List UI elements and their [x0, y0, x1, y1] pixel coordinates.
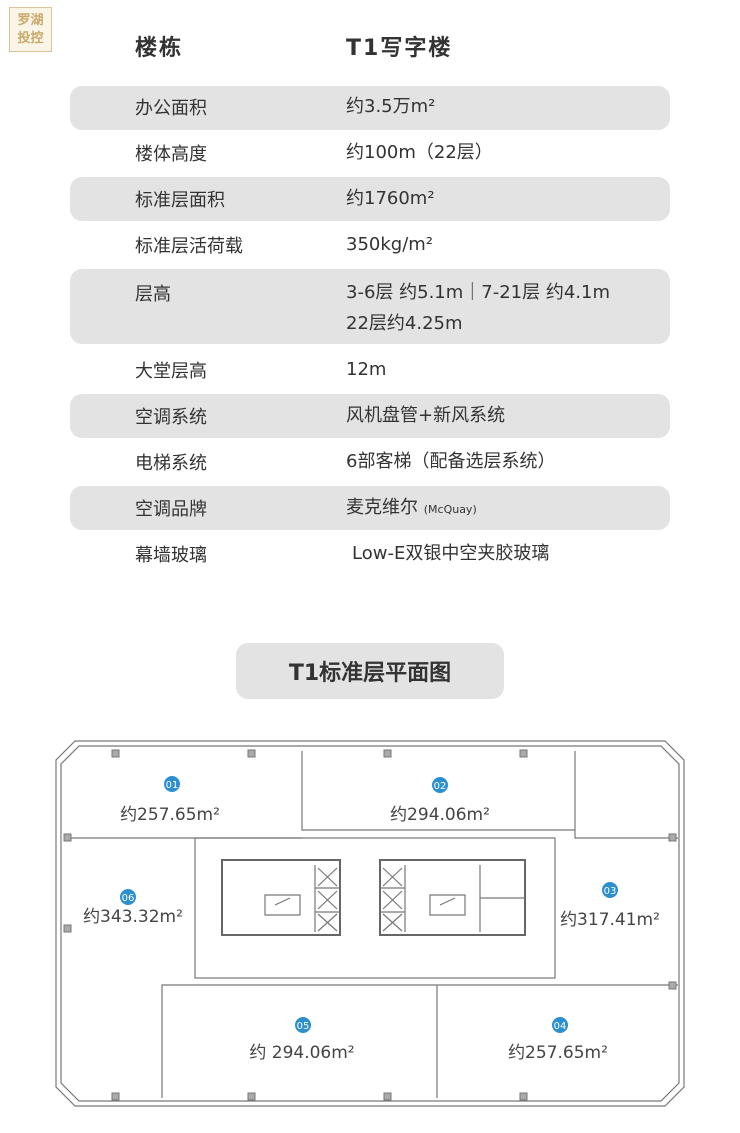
unit-area: 约257.65m²	[120, 805, 220, 825]
row-band	[70, 86, 670, 130]
spec-value-line2: 22层约4.25m	[346, 313, 463, 334]
spec-value: 约100m（22层）	[346, 142, 493, 163]
header-value: T1写字楼	[346, 36, 453, 61]
row-band	[70, 177, 670, 221]
spec-label: 电梯系统	[135, 453, 207, 474]
spec-value: 350kg/m²	[346, 234, 434, 255]
unit-badge	[295, 1017, 311, 1033]
spec-label: 办公面积	[135, 98, 207, 119]
unit-number: 01	[166, 780, 179, 791]
unit-area: 约343.32m²	[83, 907, 183, 927]
spec-label: 大堂层高	[135, 361, 207, 382]
spec-label: 幕墙玻璃	[135, 545, 207, 566]
unit-badge	[120, 889, 136, 905]
spec-value: 6部客梯（配备选层系统）	[346, 451, 556, 472]
row-band	[70, 394, 670, 438]
spec-label: 标准层面积	[135, 190, 225, 211]
unit-number: 06	[122, 893, 135, 904]
row-band	[70, 269, 670, 344]
unit-badge	[164, 776, 180, 792]
spec-value: 风机盘管+新风系统	[346, 405, 506, 426]
floor-plan-title: T1标准层平面图	[236, 643, 504, 699]
unit-number: 02	[434, 781, 447, 792]
spec-value: 约1760m²	[346, 188, 435, 209]
logo: 罗湖投控	[9, 7, 52, 52]
unit-number: 05	[297, 1021, 310, 1032]
logo-text: 罗湖投控	[17, 12, 44, 46]
spec-label: 空调品牌	[135, 499, 207, 520]
unit-badge	[552, 1017, 568, 1033]
spec-label: 空调系统	[135, 407, 207, 428]
row-band	[70, 486, 670, 530]
unit-number: 03	[604, 886, 617, 897]
unit-badge	[602, 882, 618, 898]
unit-badge	[432, 777, 448, 793]
spec-label: 楼体高度	[135, 144, 207, 165]
unit-number: 04	[554, 1021, 567, 1032]
spec-value: 12m	[346, 359, 387, 380]
spec-label: 标准层活荷载	[135, 236, 243, 257]
brand-name: 麦克维尔	[346, 497, 418, 518]
unit-area: 约294.06m²	[390, 805, 490, 825]
spec-label: 层高	[135, 284, 171, 305]
header-label: 楼栋	[135, 36, 184, 61]
spec-value: 约3.5万m²	[346, 96, 436, 117]
spec-value: 麦克维尔 (McQuay)	[346, 493, 477, 525]
spec-value: Low-E双银中空夹胶玻璃	[352, 543, 550, 564]
spec-value: 3-6层 约5.1m｜7-21层 约4.1m	[346, 282, 611, 303]
unit-area: 约 294.06m²	[249, 1043, 354, 1063]
unit-area: 约257.65m²	[508, 1043, 608, 1063]
brand-note: (McQuay)	[423, 503, 477, 516]
unit-area: 约317.41m²	[560, 910, 660, 930]
